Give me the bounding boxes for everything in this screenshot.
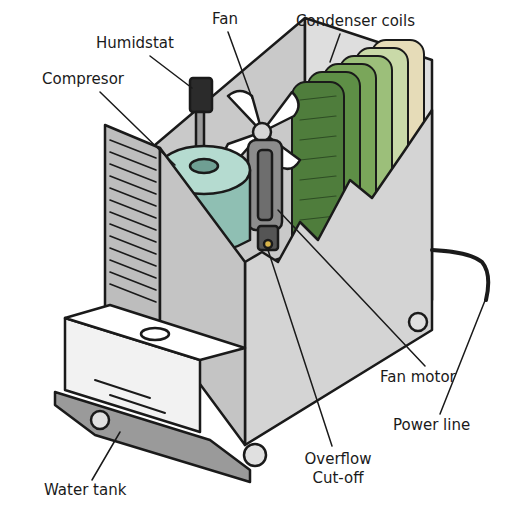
part-label: Humidstat bbox=[96, 34, 216, 53]
part-label: Fan bbox=[212, 10, 272, 29]
part-label: Condenser coils bbox=[296, 12, 476, 31]
part-label: Overflow Cut-off bbox=[292, 450, 384, 488]
part-label: Fan motor bbox=[380, 368, 500, 387]
part-label: Water tank bbox=[44, 481, 174, 500]
part-label: Power line bbox=[393, 416, 505, 435]
part-label: Compresor bbox=[42, 70, 162, 89]
